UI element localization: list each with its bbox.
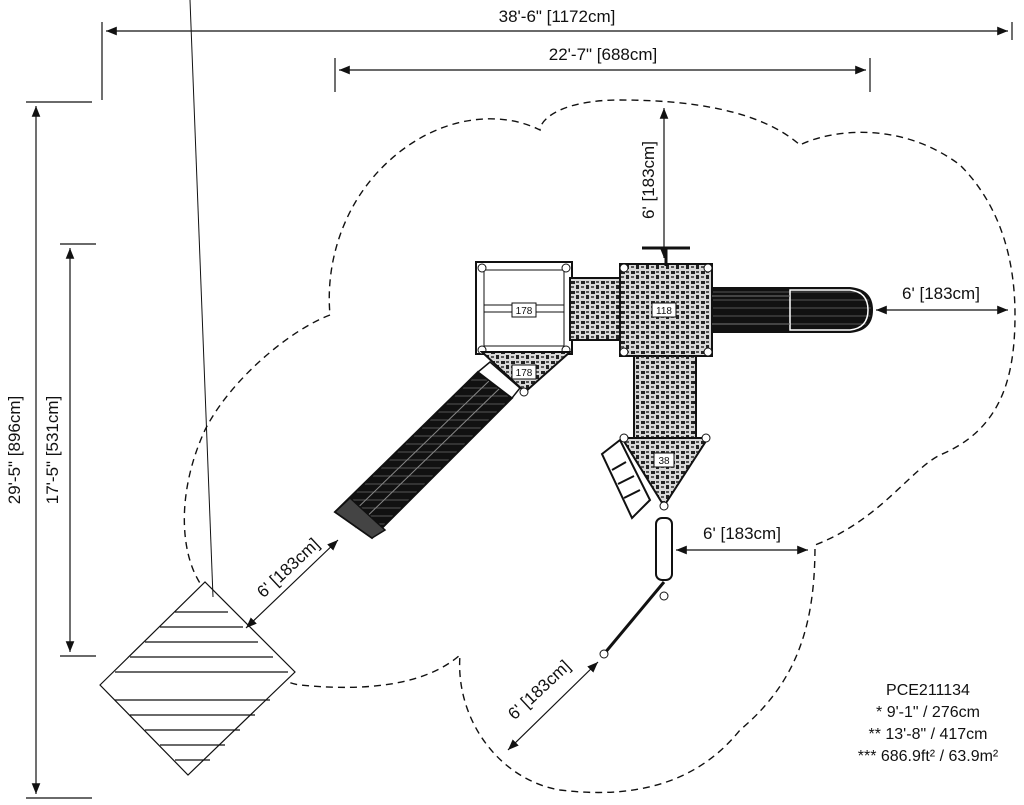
straight-slide: [711, 287, 874, 333]
deck-tag-left-bottom: 178: [511, 364, 537, 380]
info-line-1: * 9'-1" / 276cm: [876, 704, 980, 721]
dimension-structure-depth: 17'-5" [531cm]: [43, 243, 96, 657]
deck-tag-main: 118: [651, 302, 677, 318]
model-number: PCE211134: [886, 682, 970, 699]
svg-text:22'-7" [688cm]: 22'-7" [688cm]: [549, 45, 658, 64]
bridge-walkway: [569, 277, 623, 341]
dimension-clearance-mid-right: 6' [183cm]: [676, 524, 808, 555]
dimension-overall-depth: 29'-5" [896cm]: [5, 101, 92, 799]
chain-ladder: [599, 581, 669, 659]
hatched-ramp-area: [99, 0, 296, 776]
svg-text:178: 178: [516, 306, 533, 317]
svg-text:6' [183cm]: 6' [183cm]: [504, 656, 574, 723]
dimension-clearance-slide: 6' [183cm]: [245, 534, 339, 629]
diagonal-tube-slide: [333, 361, 522, 540]
deck-tag-left-top: 178: [511, 302, 537, 318]
dimension-overall-width: 38'-6" [1172cm]: [101, 7, 1013, 100]
info-line-2: ** 13'-8" / 417cm: [868, 726, 988, 743]
svg-text:38: 38: [658, 456, 670, 467]
dimension-structure-width: 22'-7" [688cm]: [334, 45, 871, 92]
svg-text:118: 118: [656, 306, 672, 317]
step-post: [655, 517, 673, 581]
svg-text:38'-6" [1172cm]: 38'-6" [1172cm]: [499, 7, 616, 26]
svg-text:6' [183cm]: 6' [183cm]: [902, 284, 980, 303]
climber-panel: [600, 438, 652, 520]
svg-text:6' [183cm]: 6' [183cm]: [253, 534, 323, 601]
dimension-clearance-right: 6' [183cm]: [876, 284, 1008, 315]
deck-tag-lower: 38: [653, 452, 675, 468]
info-block: PCE211134 * 9'-1" / 276cm ** 13'-8" / 41…: [838, 680, 1018, 768]
svg-text:6' [183cm]: 6' [183cm]: [639, 141, 658, 219]
svg-text:29'-5" [896cm]: 29'-5" [896cm]: [5, 396, 24, 505]
vertical-walkway: [633, 355, 697, 439]
info-line-3: *** 686.9ft² / 63.9m²: [857, 748, 999, 765]
svg-text:17'-5" [531cm]: 17'-5" [531cm]: [43, 396, 62, 505]
deck-lower-triangle: [620, 437, 710, 508]
dimension-clearance-bottom: 6' [183cm]: [504, 656, 599, 751]
svg-text:178: 178: [516, 368, 533, 379]
dimension-clearance-top: 6' [183cm]: [639, 108, 669, 258]
svg-text:6' [183cm]: 6' [183cm]: [703, 524, 781, 543]
